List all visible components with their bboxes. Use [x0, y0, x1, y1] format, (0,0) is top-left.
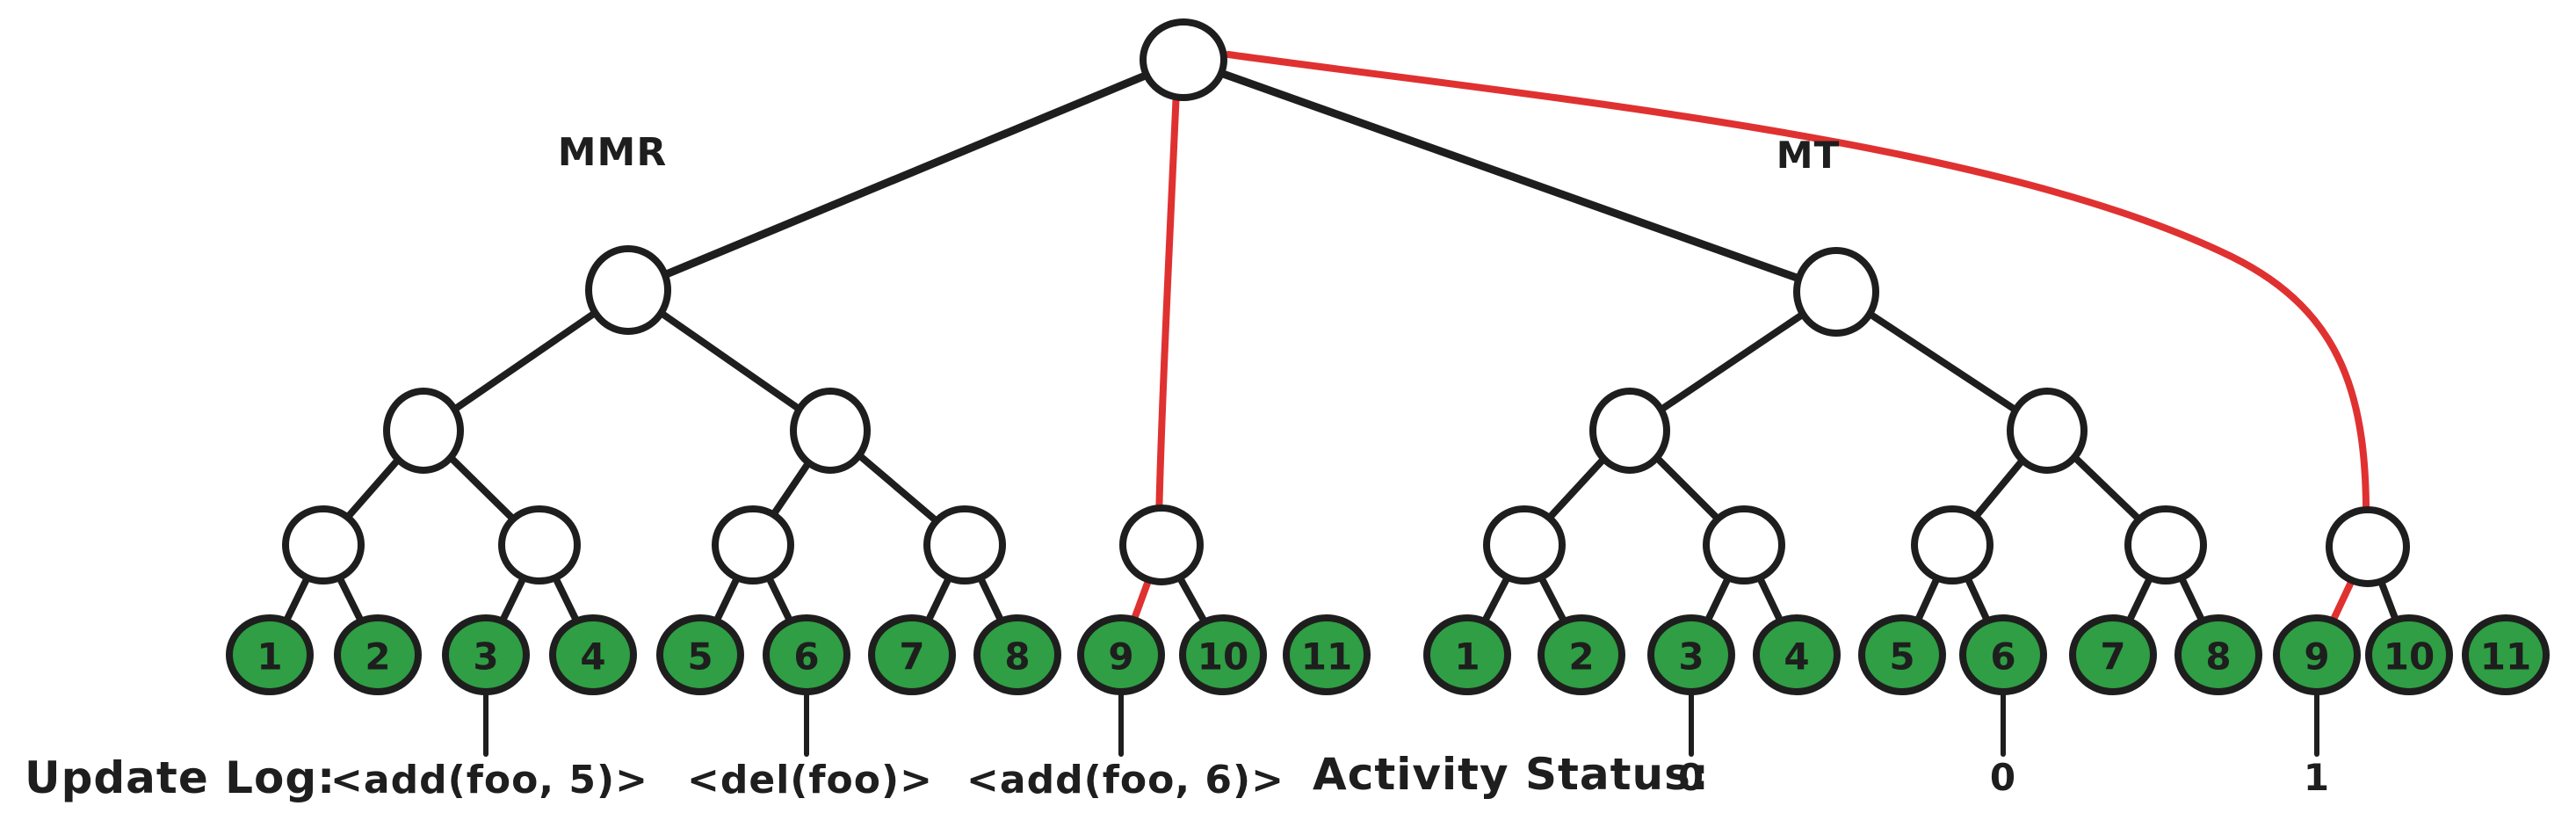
update-log-label: Update Log: [25, 752, 336, 803]
internal-node [1483, 505, 1566, 584]
internal-node [585, 245, 671, 335]
leaf-label: 11 [1301, 635, 1352, 679]
red-link-root-to-mt-subtree [1225, 51, 2370, 531]
leaf-label: 9 [2304, 635, 2329, 679]
leaf-label: 9 [1108, 635, 1133, 679]
leaf-label: 7 [2100, 635, 2125, 679]
internal-node [1589, 388, 1670, 474]
activity-status-label: Activity Status: [1313, 749, 1710, 800]
mt-tree-label: MT [1776, 134, 1841, 177]
leaf-label: 2 [1568, 635, 1594, 679]
root-edge [1179, 55, 1841, 296]
internal-node [2326, 506, 2410, 587]
leaf-node [549, 614, 637, 695]
internal-node [923, 505, 1006, 584]
update-log-entry: <del(foo)> [687, 758, 933, 802]
internal-node [2007, 388, 2088, 474]
leaf-label: 11 [2480, 635, 2531, 679]
leaf-label: 7 [899, 635, 924, 679]
leaf-node [2462, 614, 2550, 695]
leaf-label: 3 [1678, 635, 1704, 679]
leaf-label: 2 [365, 635, 390, 679]
leaf-node [1077, 614, 1165, 695]
leaf-node [868, 614, 956, 695]
leaf-node [1647, 614, 1735, 695]
internal-node [383, 388, 464, 474]
internal-node [1703, 505, 1785, 584]
leaf-label: 6 [793, 635, 819, 679]
leaf-label: 1 [1454, 635, 1480, 679]
mmr-tree-label: MMR [557, 130, 668, 175]
leaf-node [1283, 614, 1371, 695]
leaf-label: 3 [473, 635, 498, 679]
internal-node [1140, 18, 1227, 101]
leaf-node [1858, 614, 1946, 695]
internal-node [282, 505, 365, 584]
leaf-label: 4 [580, 635, 605, 679]
leaf-label: 10 [1198, 635, 1248, 679]
internal-node [1793, 247, 1879, 337]
leaf-node [1753, 614, 1841, 695]
leaf-node [973, 614, 1061, 695]
internal-node [790, 388, 871, 474]
leaf-node [1959, 614, 2047, 695]
leaf-label: 8 [2205, 635, 2231, 679]
internal-node [1911, 505, 1994, 584]
leaf-label: 6 [1990, 635, 2015, 679]
leaf-label: 10 [2384, 635, 2435, 679]
internal-node [712, 505, 794, 584]
leaf-node [1179, 614, 1267, 695]
leaf-node [334, 614, 422, 695]
leaf-node [442, 614, 530, 695]
activity-status-value: 0 [1677, 756, 1705, 799]
leaf-node [226, 614, 314, 695]
leaf-node [2365, 614, 2453, 695]
internal-node [498, 505, 581, 584]
red-link-root-to-mmr-peak [1155, 67, 1181, 524]
leaf-label: 5 [687, 635, 713, 679]
leaf-label: 1 [257, 635, 282, 679]
internal-node [1119, 505, 1204, 585]
activity-status-value: 0 [1989, 756, 2017, 799]
activity-status-value: 1 [2303, 756, 2331, 799]
update-log-entry: <add(foo, 6)> [966, 758, 1284, 802]
leaf-node [2273, 614, 2361, 695]
root-edge [624, 55, 1188, 294]
leaf-label: 4 [1784, 635, 1809, 679]
update-log-entry: <add(foo, 5)> [330, 758, 648, 802]
leaf-node [1423, 614, 1511, 695]
leaf-node [763, 614, 850, 695]
leaf-node [2174, 614, 2262, 695]
leaf-label: 5 [1889, 635, 1914, 679]
leaf-node [1538, 614, 1625, 695]
leaf-node [2069, 614, 2157, 695]
leaf-label: 8 [1004, 635, 1030, 679]
leaf-node [656, 614, 744, 695]
internal-node [2124, 505, 2207, 584]
